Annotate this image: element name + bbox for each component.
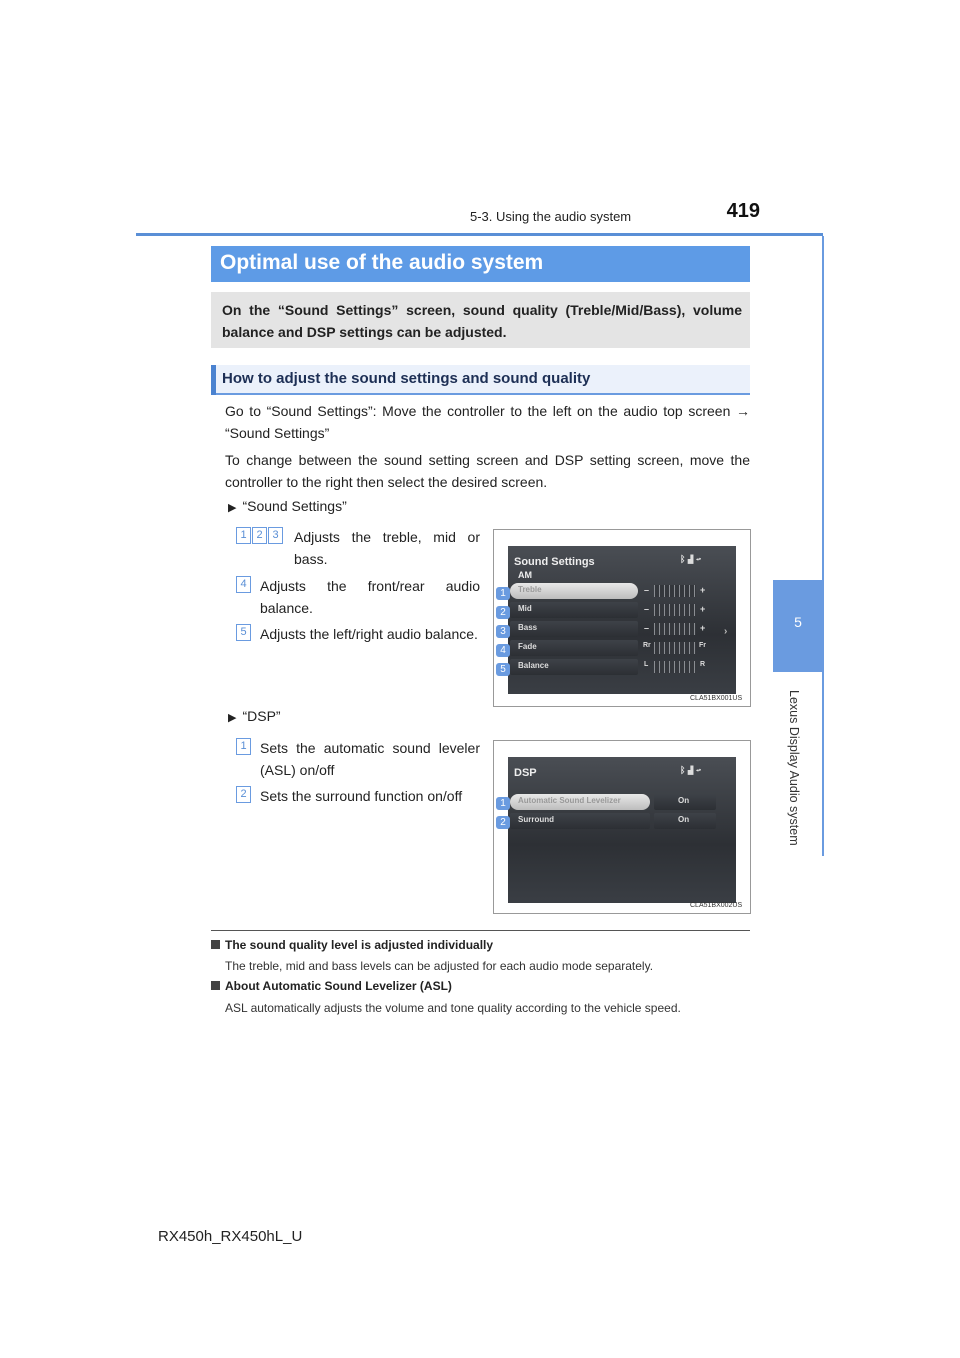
row-bass[interactable]: Bass [510,621,638,637]
right-label[interactable]: R [700,661,706,668]
item-description: Sets the surround function on/off [260,788,463,804]
footer-model-code: RX450h_RX450hL_U [158,1228,303,1245]
subheading: How to adjust the sound settings and sou… [222,370,591,387]
bullet-sound-settings: ▶ “Sound Settings” [228,498,347,514]
signal-icon: ▟ [687,554,694,564]
chapter-tab [773,580,823,672]
bluetooth-icon: ᛒ [680,554,686,564]
section-heading: 5-3. Using the audio system [470,209,632,224]
callout-number: 1 [236,527,251,545]
minus-icon[interactable]: – [644,585,650,595]
row-surround[interactable]: Surround [510,813,650,829]
side-rule [822,236,824,856]
item-description: Adjusts the left/right audio balance. [260,626,478,642]
callout-numbers: 5 [236,624,252,642]
chevron-right-icon[interactable]: › [724,626,728,637]
signal-icon: ▟ [687,765,694,775]
callout-number: 5 [236,624,251,642]
callout-numbers: 4 [236,576,252,594]
row-fade[interactable]: Fade [510,640,638,656]
chapter-number: 5 [794,614,802,630]
screen-title: Sound Settings [514,556,595,568]
callout-5: 5 [496,663,510,676]
callout-number: 1 [236,738,251,756]
arrow-bullet-icon: ▶ [228,712,237,724]
square-bullet-icon [211,981,220,990]
sound-settings-screenshot: Sound Settings AM ᛒ ▟ ↩ Treble Mid Bass … [493,529,751,707]
callout-1: 1 [496,797,510,810]
callout-number: 2 [236,786,251,804]
bullet-label: “DSP” [242,708,281,724]
row-asl[interactable]: Automatic Sound Levelizer [510,794,650,810]
callout-2: 2 [496,816,510,829]
chapter-label: Lexus Display Audio system [787,690,801,846]
row-mid[interactable]: Mid [510,602,638,618]
instruction-paragraph: To change between the sound setting scre… [225,452,750,490]
square-bullet-icon [211,940,220,949]
callout-numbers: 2 [236,786,252,804]
asl-value[interactable]: On [654,794,716,810]
intro-box [211,292,750,348]
callout-3: 3 [496,625,510,638]
screen-display [508,757,736,903]
note-body: ASL automatically adjusts the volume and… [225,1001,681,1015]
page-title: Optimal use of the audio system [220,251,544,274]
rear-label[interactable]: Rr [643,642,651,649]
callout-4: 4 [496,644,510,657]
row-balance[interactable]: Balance [510,659,638,675]
level-bar [654,661,696,673]
dsp-screenshot: DSP ᛒ ▟ ↩ Automatic Sound Levelizer Surr… [493,740,751,914]
minus-icon[interactable]: – [644,623,650,633]
callout-number: 2 [252,527,267,545]
plus-icon[interactable]: + [700,585,706,595]
callout-2: 2 [496,606,510,619]
subheading-bar [211,365,750,395]
item-description: Adjusts the treble, mid or bass. [294,529,480,567]
item-description: Sets the automatic sound leveler (ASL) o… [260,740,480,778]
notes-divider [211,930,750,931]
title-bar [211,246,750,282]
bullet-label: “Sound Settings” [242,498,347,514]
callout-number: 4 [236,576,251,594]
callout-numbers: 1 [236,738,252,756]
note-body: The treble, mid and bass levels can be a… [225,959,654,973]
back-icon: ↩ [695,554,702,564]
intro-text: On the “Sound Settings” screen, sound qu… [222,302,742,340]
note-heading: The sound quality level is adjusted indi… [211,938,493,952]
back-icon: ↩ [695,765,702,775]
item-description: Adjusts the front/rear audio balance. [260,578,480,616]
row-treble[interactable]: Treble [510,583,638,599]
level-bar [654,585,696,597]
instruction-paragraph: Go to “Sound Settings”: Move the control… [225,403,750,441]
minus-icon[interactable]: – [644,604,650,614]
subheading-accent [211,365,216,395]
bullet-dsp: ▶ “DSP” [228,708,281,724]
image-code: CLA51BX001US [690,695,743,702]
status-icons: ᛒ ▟ ↩ [680,765,701,775]
bluetooth-icon: ᛒ [680,765,686,775]
level-bar [654,604,696,616]
plus-icon[interactable]: + [700,623,706,633]
plus-icon[interactable]: + [700,604,706,614]
note-heading: About Automatic Sound Levelizer (ASL) [211,979,452,993]
screen-title: DSP [514,767,537,779]
status-icons: ᛒ ▟ ↩ [680,554,701,564]
surround-value[interactable]: On [654,813,716,829]
level-bar [654,642,696,654]
screen-source: AM [518,570,532,580]
arrow-bullet-icon: ▶ [228,502,237,514]
header-rule [136,233,823,236]
callout-1: 1 [496,587,510,600]
callout-number: 3 [268,527,283,545]
level-bar [654,623,696,635]
image-code: CLA51BX002US [690,902,743,909]
front-label[interactable]: Fr [699,642,706,649]
page-number: 419 [726,200,760,222]
left-label[interactable]: L [644,661,649,668]
